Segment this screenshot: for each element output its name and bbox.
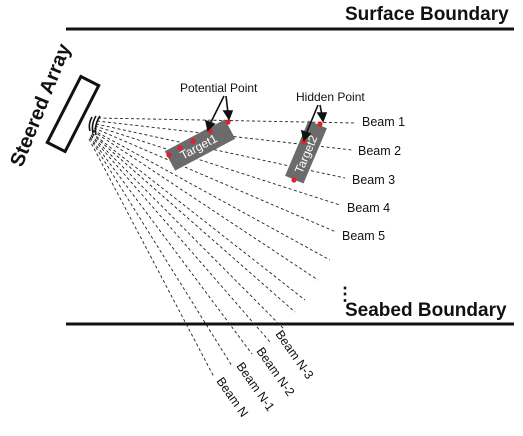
- target-point: [291, 177, 297, 183]
- beam-label: Beam 1: [362, 115, 405, 129]
- steered-array: [45, 74, 101, 154]
- target-1-body: [164, 119, 236, 171]
- target-2-points: [291, 121, 323, 183]
- beam-ray: [90, 135, 271, 343]
- target-point: [225, 119, 231, 125]
- hidden-point-arrows: [300, 104, 328, 142]
- beam-ray: [94, 125, 341, 206]
- beam-ray: [95, 123, 346, 179]
- target-point: [190, 138, 196, 144]
- beam-ray: [90, 134, 286, 331]
- target-point: [166, 152, 172, 158]
- beam-label: Beam 3: [352, 173, 395, 187]
- hidden-point-label: Hidden Point: [296, 90, 365, 104]
- beam-ray: [92, 130, 319, 281]
- potential-point-arrows: [204, 95, 234, 132]
- arrow-head: [204, 119, 216, 132]
- beam-label: Beam 5: [342, 229, 385, 243]
- array-element: [45, 74, 101, 154]
- beam-ray: [91, 132, 306, 301]
- target-2: Target2: [285, 120, 327, 184]
- beam-ray: [92, 129, 331, 261]
- target-2-body: [285, 120, 327, 184]
- surface-boundary-label: Surface Boundary: [345, 4, 509, 25]
- arrow-head: [316, 112, 328, 123]
- target-1-points: [166, 119, 231, 158]
- upper-beam-labels: Beam 1 Beam 2 Beam 3 Beam 4 Beam 5: [342, 115, 405, 243]
- emission-arcs: [88, 115, 101, 136]
- arrow-head: [222, 110, 234, 121]
- target-point: [301, 139, 307, 145]
- beam-ray: [91, 133, 296, 313]
- beam-ellipsis: ⋮: [336, 284, 354, 304]
- emission-arc: [88, 116, 93, 132]
- emission-arc: [91, 115, 97, 134]
- callout-arrow: [209, 95, 225, 125]
- arrow-head: [300, 129, 312, 142]
- lower-beam-labels: Beam N-3 Beam N-2 Beam N-1 Beam N: [214, 328, 317, 420]
- target-point: [317, 121, 323, 127]
- beam-ray: [89, 137, 233, 367]
- target-1: Target1: [164, 119, 236, 171]
- emission-arc: [94, 115, 101, 136]
- beam-label: Beam 4: [347, 201, 390, 215]
- potential-point-label: Potential Point: [180, 81, 258, 95]
- callout-arrow: [225, 95, 229, 114]
- target-point: [177, 145, 183, 151]
- callout-arrow: [305, 104, 319, 135]
- beam-label: Beam 2: [358, 144, 401, 158]
- beam-ray: [88, 138, 215, 378]
- seabed-boundary-label: Seabed Boundary: [345, 300, 507, 321]
- beam-ray: [89, 136, 253, 355]
- beam-rays: [88, 117, 356, 378]
